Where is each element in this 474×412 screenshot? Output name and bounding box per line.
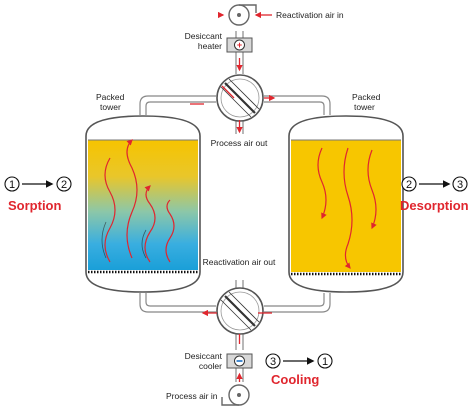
svg-text:+: + — [237, 40, 242, 50]
left-packed-tower-label-2: tower — [100, 102, 121, 112]
desiccant-cooler — [226, 353, 253, 369]
piping — [139, 31, 331, 382]
desorption-tower — [288, 115, 404, 293]
svg-text:1: 1 — [9, 179, 15, 191]
svg-text:1: 1 — [322, 356, 328, 368]
svg-text:2: 2 — [61, 179, 67, 191]
desiccant-heater-label: Desiccant — [185, 31, 223, 41]
process-fan-icon — [221, 384, 250, 406]
desorption-label: Desorption — [400, 198, 469, 213]
left-packed-tower-label: Packed — [96, 92, 125, 102]
cooling-steps: 3 1 — [265, 353, 333, 369]
right-packed-tower-label: Packed — [352, 92, 381, 102]
desorption-steps: 2 3 — [401, 176, 468, 192]
desiccant-cooler-label-2: cooler — [199, 361, 222, 371]
svg-text:3: 3 — [457, 179, 463, 191]
desiccant-heater-label-2: heater — [198, 41, 222, 51]
sorption-tower — [85, 115, 201, 293]
bottom-valve-icon — [216, 287, 264, 335]
desiccant-heater: + — [226, 37, 253, 53]
reactivation-air-in-label: Reactivation air in — [276, 10, 344, 20]
top-valve-icon — [216, 74, 264, 122]
process-air-in-label: Process air in — [166, 391, 218, 401]
sorption-label: Sorption — [8, 198, 61, 213]
svg-text:2: 2 — [406, 179, 412, 191]
svg-text:3: 3 — [270, 356, 276, 368]
process-air-out-label: Process air out — [211, 138, 268, 148]
flow-arrows — [190, 11, 276, 382]
cooling-label: Cooling — [271, 372, 319, 387]
sorption-steps: 1 2 — [4, 176, 72, 192]
desiccant-cooler-label: Desiccant — [185, 351, 223, 361]
right-packed-tower-label-2: tower — [354, 102, 375, 112]
reactivation-fan-icon — [228, 4, 257, 26]
reactivation-air-out-label: Reactivation air out — [203, 257, 276, 267]
